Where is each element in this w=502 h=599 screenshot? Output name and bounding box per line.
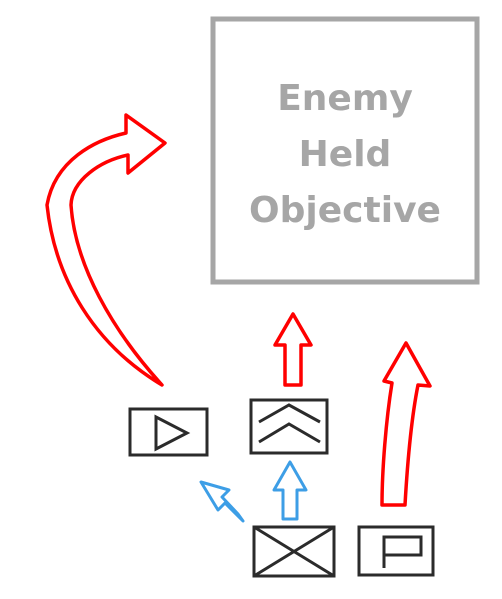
objective-label-line-3: Objective [249, 190, 441, 231]
objective-box-frame [210, 16, 480, 285]
objective-label-line-1: Enemy [277, 78, 413, 119]
headquarters-unit-symbol [357, 525, 435, 577]
objective-box: Enemy Held Objective [210, 16, 480, 285]
flanking-arrow [45, 113, 167, 387]
support-arrow-diagonal [199, 480, 245, 523]
cross-icon-line [253, 525, 335, 578]
chevron-up-icon [258, 403, 321, 424]
recon-triangle-icon [154, 414, 191, 452]
infantry-unit-symbol [252, 525, 336, 578]
objective-label-line-2: Held [299, 134, 392, 175]
advance-arrow-right [380, 341, 432, 507]
mountain-infantry-unit-symbol [249, 398, 329, 455]
flag-icon [382, 535, 423, 568]
support-arrow-vertical [272, 460, 308, 521]
advance-arrow-center [273, 312, 313, 387]
chevron-up-icon [258, 422, 321, 444]
recon-unit-symbol [128, 407, 209, 457]
